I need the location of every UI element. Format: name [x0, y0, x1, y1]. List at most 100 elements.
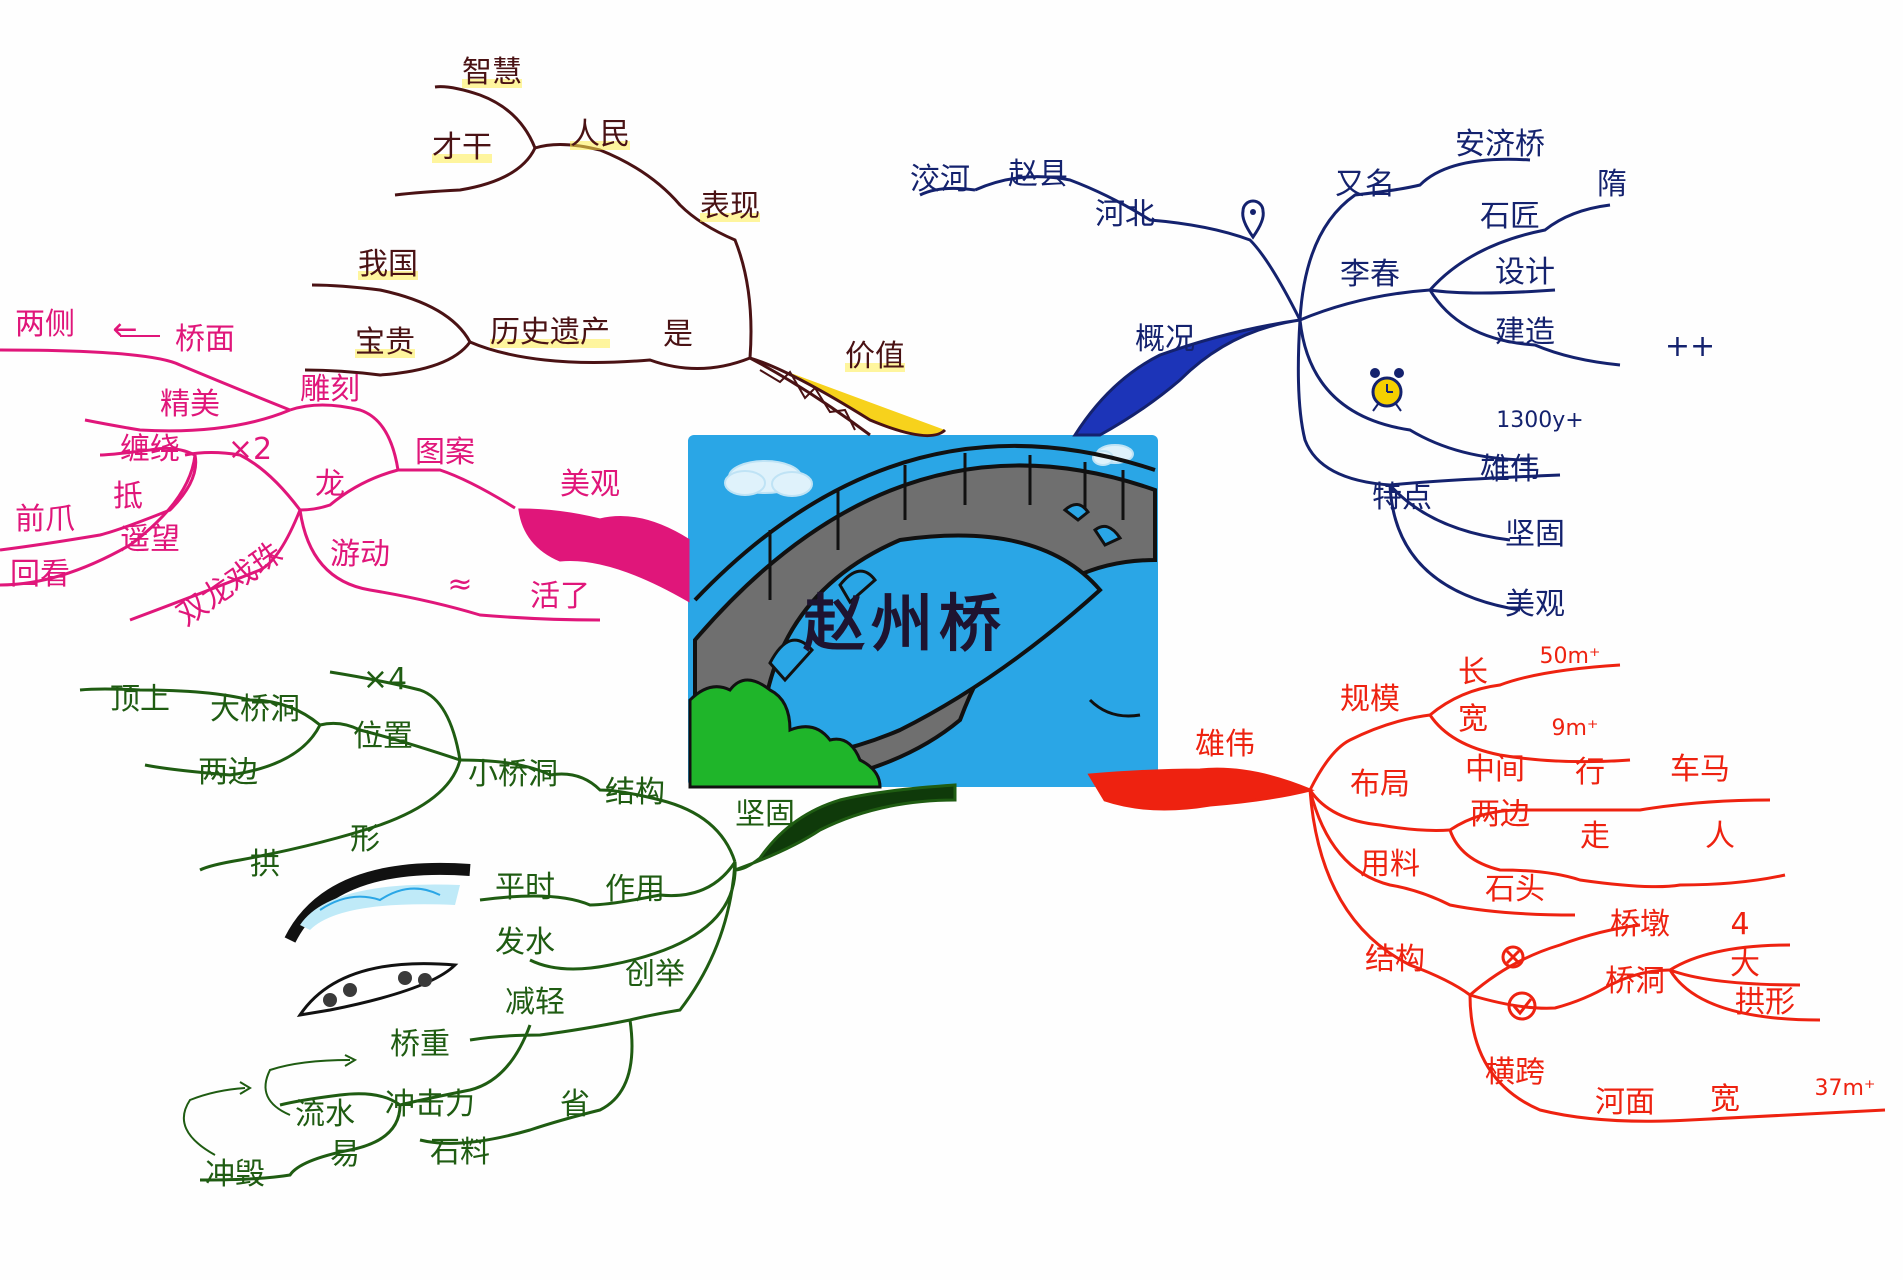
node-xiaoqiaodong: 小桥洞 [468, 757, 558, 792]
node-jianzao: 建造 [1495, 315, 1555, 350]
node-xing: 形 [350, 822, 380, 857]
node-yi: 易 [330, 1137, 360, 1172]
node-biaoxian: 表现 [700, 189, 760, 224]
node-sui: 隋 [1597, 167, 1627, 202]
node-jingmei: 精美 [160, 387, 220, 422]
node-hk-kuan: 宽 [1710, 1082, 1740, 1117]
branch-value [304, 85, 947, 438]
node-lishi: 历史遗产 [490, 315, 610, 350]
node-jiegou: 结构 [605, 775, 665, 810]
node-xing-walk: 行 [1575, 755, 1605, 790]
node-gong: 拱 [250, 847, 280, 882]
central-bridge-illustration [688, 435, 1158, 789]
cloud-icon [724, 460, 813, 497]
node-shijiang: 石匠 [1480, 199, 1540, 234]
node-sheji: 设计 [1495, 255, 1555, 290]
node-qiaozhong: 桥重 [390, 1027, 450, 1062]
node-xiongwei: 雄伟 [1480, 452, 1540, 487]
node-huikan: 回看 [10, 557, 70, 592]
arrow-left-icon: ← [112, 312, 138, 347]
node-qiaodong: 桥洞 [1605, 964, 1665, 999]
node-shi: 是 [663, 317, 693, 352]
node-qiaodun: 桥墩 [1610, 907, 1670, 942]
node-sheng: 省 [560, 1087, 590, 1122]
branch-beauty-label: 美观 [560, 467, 620, 502]
node-shitou: 石头 [1485, 872, 1545, 907]
node-kuan-val: 9m⁺ [1551, 716, 1599, 741]
node-liangbian-grand: 两边 [1470, 797, 1530, 832]
check-circle-icon [1507, 991, 1537, 1021]
node-pingshi: 平时 [495, 870, 555, 905]
node-fashui: 发水 [495, 925, 555, 960]
node-qianzhua: 前爪 [15, 502, 75, 537]
node-baogui: 宝贵 [355, 325, 415, 360]
node-jianqing: 减轻 [505, 985, 565, 1020]
node-hebei: 河北 [1095, 197, 1155, 232]
node-liushui: 流水 [295, 1097, 355, 1132]
node-dingshang: 顶上 [110, 682, 170, 717]
node-zhongjian: 中间 [1465, 752, 1525, 787]
node-zou: 走 [1580, 819, 1610, 854]
node-buju: 布局 [1350, 767, 1410, 802]
node-renmin: 人民 [570, 117, 630, 152]
node-x4: ×4 [362, 662, 408, 697]
node-yaowang: 遥望 [120, 522, 180, 557]
node-liangbian-solid: 两边 [198, 755, 258, 790]
node-x2: ×2 [227, 432, 273, 467]
node-caigan: 才干 [432, 130, 492, 165]
branch-solid-label: 坚固 [735, 797, 795, 832]
arrow-icon [182, 1054, 358, 1156]
node-jiegou-grand: 结构 [1365, 942, 1425, 977]
cross-circle-icon [1501, 945, 1525, 969]
node-weizhi: 位置 [353, 719, 413, 754]
node-xiaohe: 洨河 [910, 162, 970, 197]
branch-grand [1087, 663, 1886, 1123]
node-tedian: 特点 [1372, 480, 1432, 515]
node-plusplus: ++ [1664, 329, 1716, 364]
node-hemian: 河面 [1595, 1085, 1655, 1120]
node-chanrao: 缠绕 [120, 432, 180, 467]
node-kuan: 宽 [1458, 702, 1488, 737]
branch-solid [79, 670, 957, 1182]
node-youming: 又名 [1335, 167, 1395, 202]
node-zhaoxian: 赵县 [1008, 157, 1068, 192]
node-tuan: 图案 [415, 435, 475, 470]
small-arches-icon [296, 962, 459, 1018]
node-shiliao: 石料 [430, 1135, 490, 1170]
node-chema: 车马 [1670, 752, 1730, 787]
branch-grand-label: 雄伟 [1195, 727, 1255, 762]
node-anjiqiao: 安济桥 [1455, 127, 1545, 162]
node-hengkua: 横跨 [1485, 1055, 1545, 1090]
node-ren: 人 [1705, 819, 1735, 854]
node-daqiaodong: 大桥洞 [210, 692, 300, 727]
node-chang: 长 [1458, 655, 1488, 690]
node-qiaomian: 桥面 [175, 322, 235, 357]
node-lichun: 李春 [1340, 257, 1400, 292]
node-chonghui: 冲毁 [205, 1157, 265, 1192]
alarm-clock-icon [1370, 368, 1404, 412]
branch-overview-label: 概况 [1135, 322, 1195, 357]
node-chuangju: 创举 [625, 957, 685, 992]
node-hk-val: 37m⁺ [1814, 1076, 1876, 1101]
node-guimo: 规模 [1340, 682, 1400, 717]
node-meiguan: 美观 [1505, 587, 1565, 622]
branch-value-label: 价值 [845, 339, 905, 374]
node-age: 1300y+ [1496, 408, 1584, 433]
branch-overview [919, 157, 1621, 612]
node-shao: 4 [1730, 907, 1750, 942]
node-gongxing: 拱形 [1735, 985, 1795, 1020]
node-di: 抵 [113, 479, 143, 514]
branch-beauty [0, 335, 690, 622]
node-diaoke: 雕刻 [300, 372, 360, 407]
node-da: 大 [1730, 947, 1760, 982]
node-jiangu: 坚固 [1505, 517, 1565, 552]
node-liangce: 两侧 [15, 307, 75, 342]
big-arch-icon [284, 862, 471, 943]
bush-icon [688, 678, 882, 789]
node-approx: ≈ [447, 567, 473, 602]
node-chang-val: 50m⁺ [1539, 644, 1601, 669]
node-yongliao: 用料 [1360, 847, 1420, 882]
location-pin-icon [1241, 199, 1265, 240]
node-chongjili: 冲击力 [385, 1087, 475, 1122]
